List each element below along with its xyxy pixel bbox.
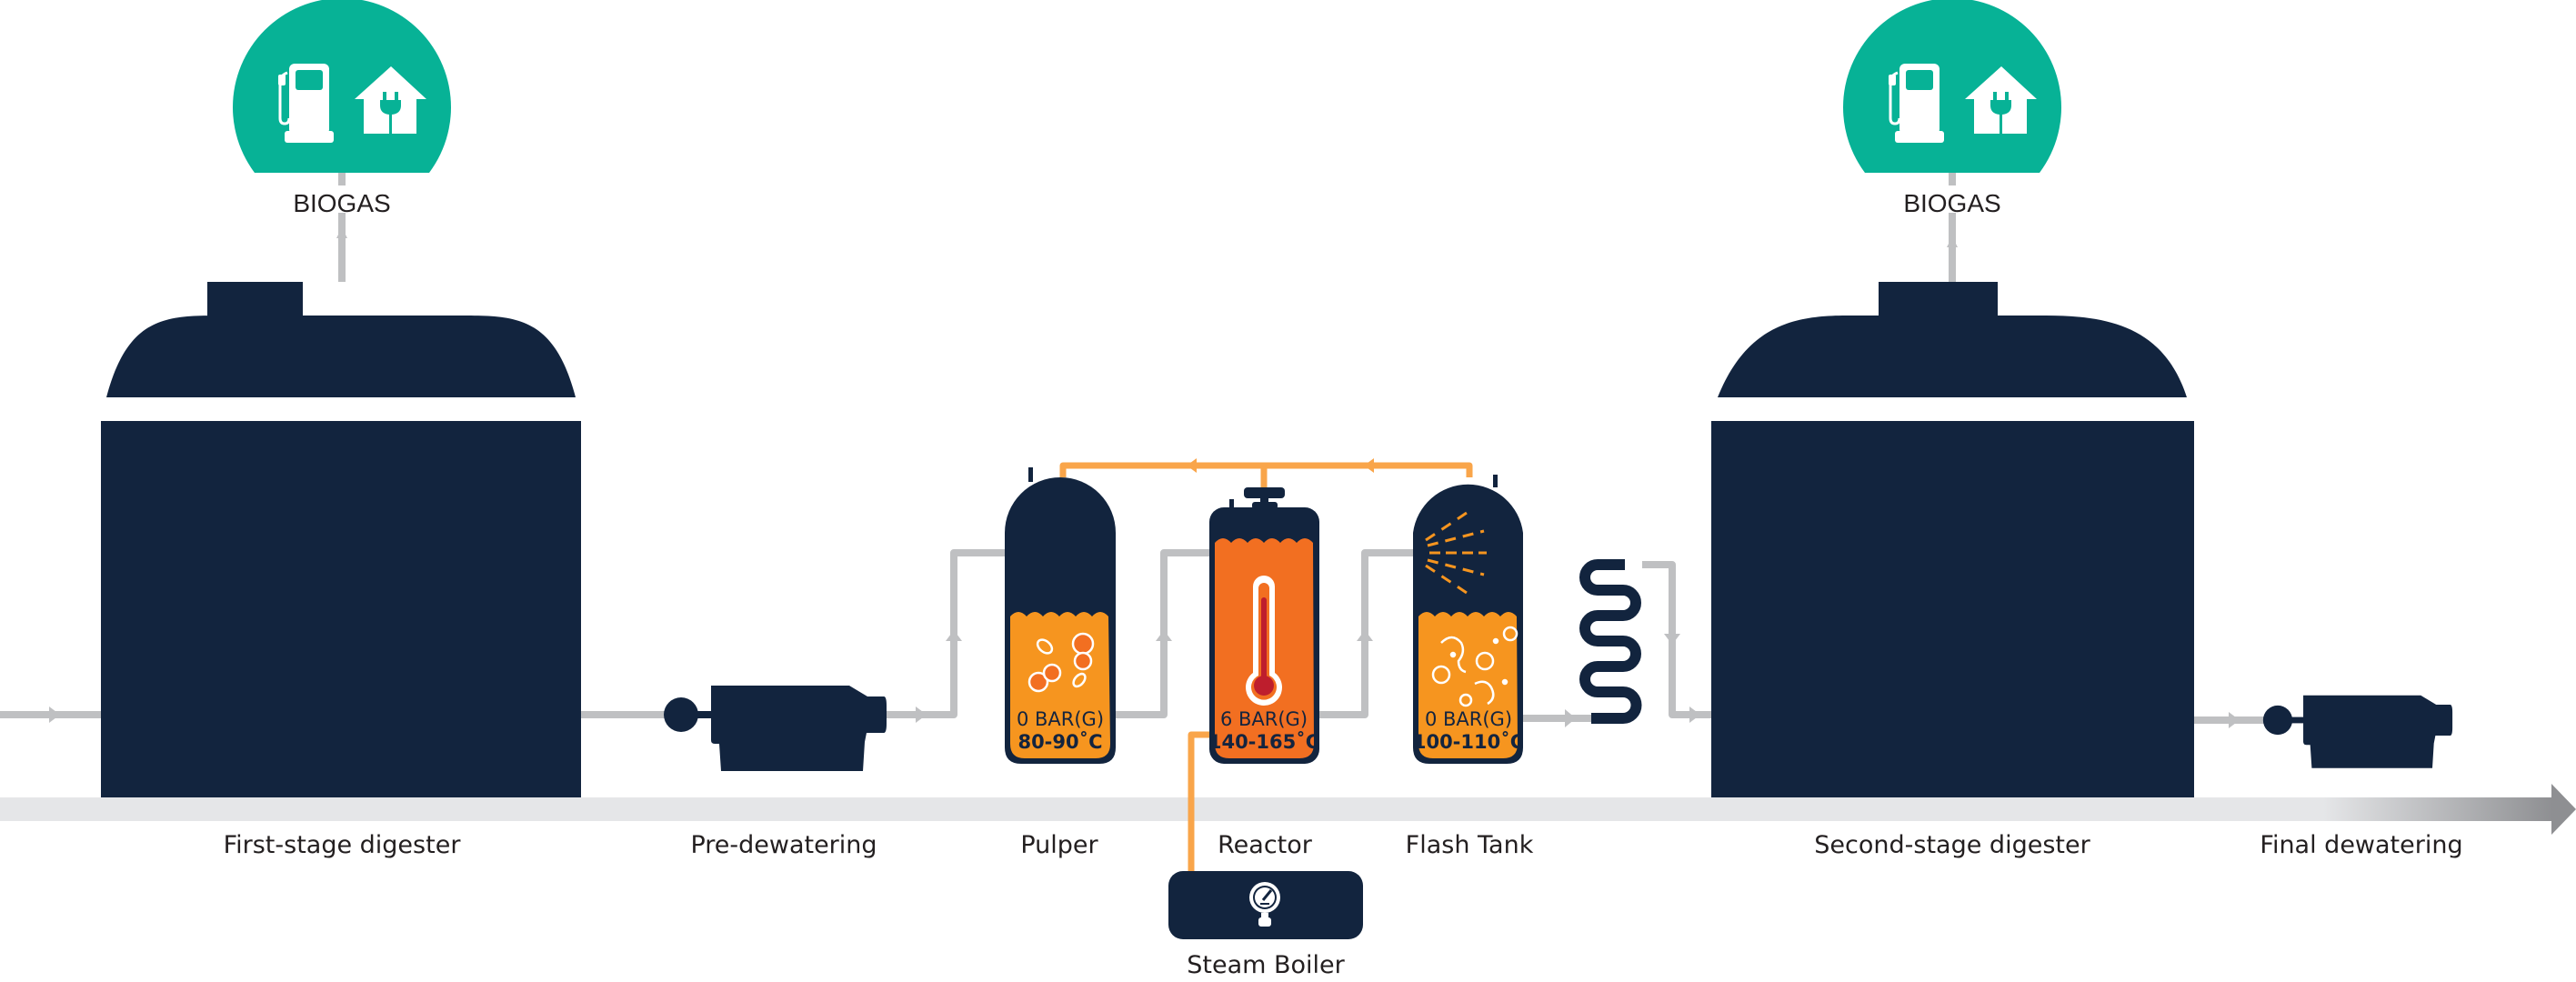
thermometer-icon — [1246, 576, 1282, 706]
pulper-pressure: 0 BAR(G) — [1017, 708, 1104, 730]
biogas-output-2: BIOGAS — [1843, 0, 2061, 282]
spray-burst-icon — [1425, 507, 1487, 598]
pulper-temperature: 80-90˚C — [1017, 731, 1102, 753]
final-dewatering-unit[interactable] — [2262, 695, 2453, 768]
flow-arrow-icon — [1947, 236, 1958, 247]
pressure-gauge-icon — [1249, 882, 1280, 927]
biogas-output-1: BIOGAS — [233, 0, 451, 282]
label-reactor: Reactor — [1218, 831, 1313, 859]
label-steam-boiler: Steam Boiler — [1187, 951, 1345, 979]
steam-lines — [1059, 458, 1473, 871]
flow-arrow-icon — [1357, 630, 1373, 641]
bacteria-icon — [1027, 632, 1095, 693]
flow-arrow-icon — [916, 706, 927, 723]
label-pulper: Pulper — [1020, 831, 1098, 859]
pulper-tank[interactable]: 0 BAR(G) 80-90˚C — [1005, 467, 1116, 764]
flash-tank-temperature: 100-110˚C — [1413, 731, 1524, 753]
flow-arrow-icon — [49, 706, 60, 723]
reactor-pressure: 6 BAR(G) — [1220, 708, 1308, 730]
steam-boiler[interactable] — [1168, 871, 1363, 939]
label-pre-dewatering: Pre-dewatering — [690, 831, 877, 859]
flow-arrow-icon — [1689, 706, 1700, 723]
flow-arrow-icon — [336, 227, 347, 238]
label-final-dewatering: Final dewatering — [2260, 831, 2462, 859]
coil-heat-exchanger-icon — [1579, 559, 1642, 724]
label-first-stage-digester: First-stage digester — [224, 831, 462, 859]
reactor-temperature: 140-165˚C — [1208, 731, 1319, 753]
biogas-label: BIOGAS — [293, 189, 390, 217]
flash-tank-pressure: 0 BAR(G) — [1425, 708, 1512, 730]
microbes-icon — [1431, 626, 1519, 707]
second-stage-digester[interactable] — [1711, 282, 2194, 797]
flow-arrow-icon — [2229, 712, 2240, 728]
flow-arrow-icon — [1187, 458, 1197, 473]
flow-arrow-icon — [1364, 458, 1374, 473]
biogas-label: BIOGAS — [1903, 189, 2000, 217]
flash-tank[interactable]: 0 BAR(G) 100-110˚C — [1413, 475, 1524, 764]
flow-arrow-icon — [1565, 709, 1576, 727]
reactor-tank[interactable]: 6 BAR(G) 140-165˚C — [1208, 487, 1319, 764]
first-stage-digester[interactable] — [101, 282, 581, 797]
floor-conveyor-arrow — [0, 784, 2576, 835]
pre-dewatering-unit[interactable] — [664, 686, 887, 771]
process-pipes — [0, 549, 2264, 728]
label-flash-tank: Flash Tank — [1406, 831, 1534, 859]
flow-arrow-icon — [1156, 630, 1172, 641]
flow-arrow-icon — [1664, 634, 1680, 645]
flow-arrow-icon — [946, 630, 962, 641]
label-second-stage-digester: Second-stage digester — [1814, 831, 2090, 859]
